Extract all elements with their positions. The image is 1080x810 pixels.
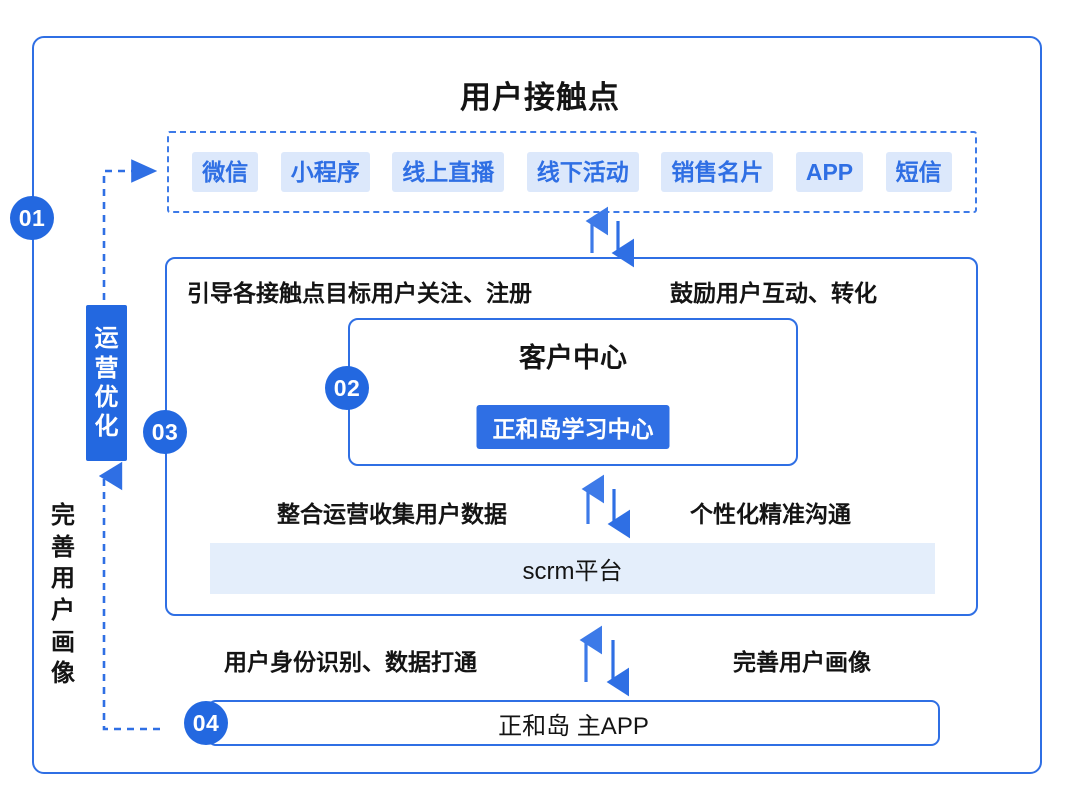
page-title: 用户接触点 xyxy=(460,80,620,115)
vchip-char-1: 运 xyxy=(94,325,119,353)
touchpoint-tag-livestream[interactable]: 线上直播 xyxy=(392,151,505,193)
touchpoint-tag-wechat[interactable]: 微信 xyxy=(192,151,259,193)
bottom-right-label: 完善用户画像 xyxy=(733,649,871,675)
mid-left-label: 整合运营收集用户数据 xyxy=(277,501,507,527)
scrm-platform-bar: scrm平台 xyxy=(210,543,935,594)
touchpoint-tag-sms[interactable]: 短信 xyxy=(885,151,952,193)
step-badge-01: 01 xyxy=(10,196,54,240)
main-box-top-left-label: 引导各接触点目标用户关注、注册 xyxy=(187,280,532,306)
outer-frame xyxy=(32,36,1042,774)
touchpoint-tag-offline[interactable]: 线下活动 xyxy=(526,151,639,193)
vtext-char-3: 用 xyxy=(51,565,75,593)
main-app-box: 正和岛 主APP xyxy=(207,700,940,746)
step-badge-03: 03 xyxy=(143,410,187,454)
mid-right-label: 个性化精准沟通 xyxy=(690,501,851,527)
customer-center-title: 客户中心 xyxy=(519,343,627,373)
main-box-top-right-label: 鼓励用户互动、转化 xyxy=(670,280,877,306)
vchip-char-4: 化 xyxy=(94,413,119,441)
learning-center-chip[interactable]: 正和岛学习中心 xyxy=(476,405,670,449)
vtext-char-1: 完 xyxy=(51,502,75,529)
vchip-char-3: 优 xyxy=(94,384,119,411)
touchpoint-tag-miniapp[interactable]: 小程序 xyxy=(280,151,370,193)
vtext-char-6: 像 xyxy=(51,660,75,688)
customer-center-box: 客户中心 正和岛学习中心 xyxy=(348,318,798,466)
vtext-char-2: 善 xyxy=(51,533,75,561)
touchpoint-tag-namecard[interactable]: 销售名片 xyxy=(661,151,774,193)
step-badge-02: 02 xyxy=(325,366,369,410)
bottom-left-label: 用户身份识别、数据打通 xyxy=(224,649,477,675)
step-badge-04: 04 xyxy=(184,701,228,745)
operations-optimization-chip: 运 营 优 化 xyxy=(86,305,127,461)
vtext-char-4: 户 xyxy=(51,597,75,625)
vtext-char-5: 画 xyxy=(51,628,75,656)
touchpoint-tag-app[interactable]: APP xyxy=(795,151,864,193)
touchpoints-container: 微信 小程序 线上直播 线下活动 销售名片 APP 短信 xyxy=(167,131,977,213)
improve-user-profile-vertical-label: 完 善 用 户 画 像 xyxy=(48,500,78,690)
vchip-char-2: 营 xyxy=(94,354,119,382)
